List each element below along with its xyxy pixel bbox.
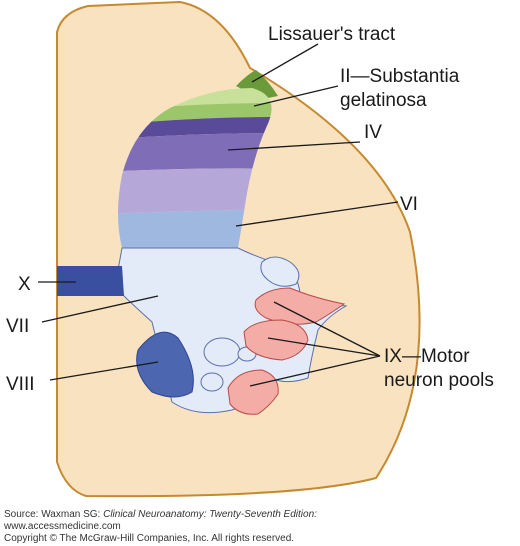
label-lamina-vi: VI [400, 194, 418, 215]
label-lamina-ii-line1: II—Substantia [340, 66, 460, 87]
label-lissauers-tract: Lissauer's tract [268, 24, 396, 45]
leader-ix-b [267, 337, 381, 357]
label-lamina-ix-line1: IX—Motor [384, 346, 470, 367]
nucleus-outline [203, 337, 241, 367]
label-lamina-x: X [18, 274, 31, 295]
leader-lamina-iv [227, 141, 361, 151]
leader-lamina-ii [253, 85, 339, 107]
nucleus-outline [260, 256, 300, 287]
copyright-notice: Copyright © The McGraw-Hill Companies, I… [4, 533, 295, 544]
leader-lamina-viii [49, 361, 159, 381]
leader-ix-c [249, 355, 381, 387]
label-lamina-vii: VII [6, 316, 29, 337]
label-lamina-iv: IV [364, 122, 382, 143]
lissauer-tract [236, 70, 278, 100]
motor-pool [243, 319, 309, 361]
leader-lamina-vii [41, 295, 159, 323]
leader-ix-a [273, 301, 381, 357]
label-lamina-ix-line2: neuron pools [384, 370, 494, 391]
motor-pool [254, 287, 346, 325]
nucleus-outline [200, 372, 224, 392]
source-credit: Source: Waxman SG: Clinical Neuroanatomy… [4, 509, 317, 520]
source-url[interactable]: www.accessmedicine.com [4, 521, 121, 532]
label-lamina-ii-line2: gelatinosa [340, 90, 427, 111]
motor-pool [227, 369, 279, 415]
label-lamina-viii: VIII [6, 374, 35, 395]
source-prefix: Source: Waxman SG: [4, 509, 104, 520]
lamina-x [57, 266, 124, 296]
lamina-iii [118, 117, 272, 140]
leader-lamina-vi [235, 201, 399, 227]
source-title: Clinical Neuroanatomy: Twenty-Seventh Ed… [103, 509, 317, 520]
leader-lissauer [251, 43, 319, 83]
lamina-viii [136, 331, 194, 398]
